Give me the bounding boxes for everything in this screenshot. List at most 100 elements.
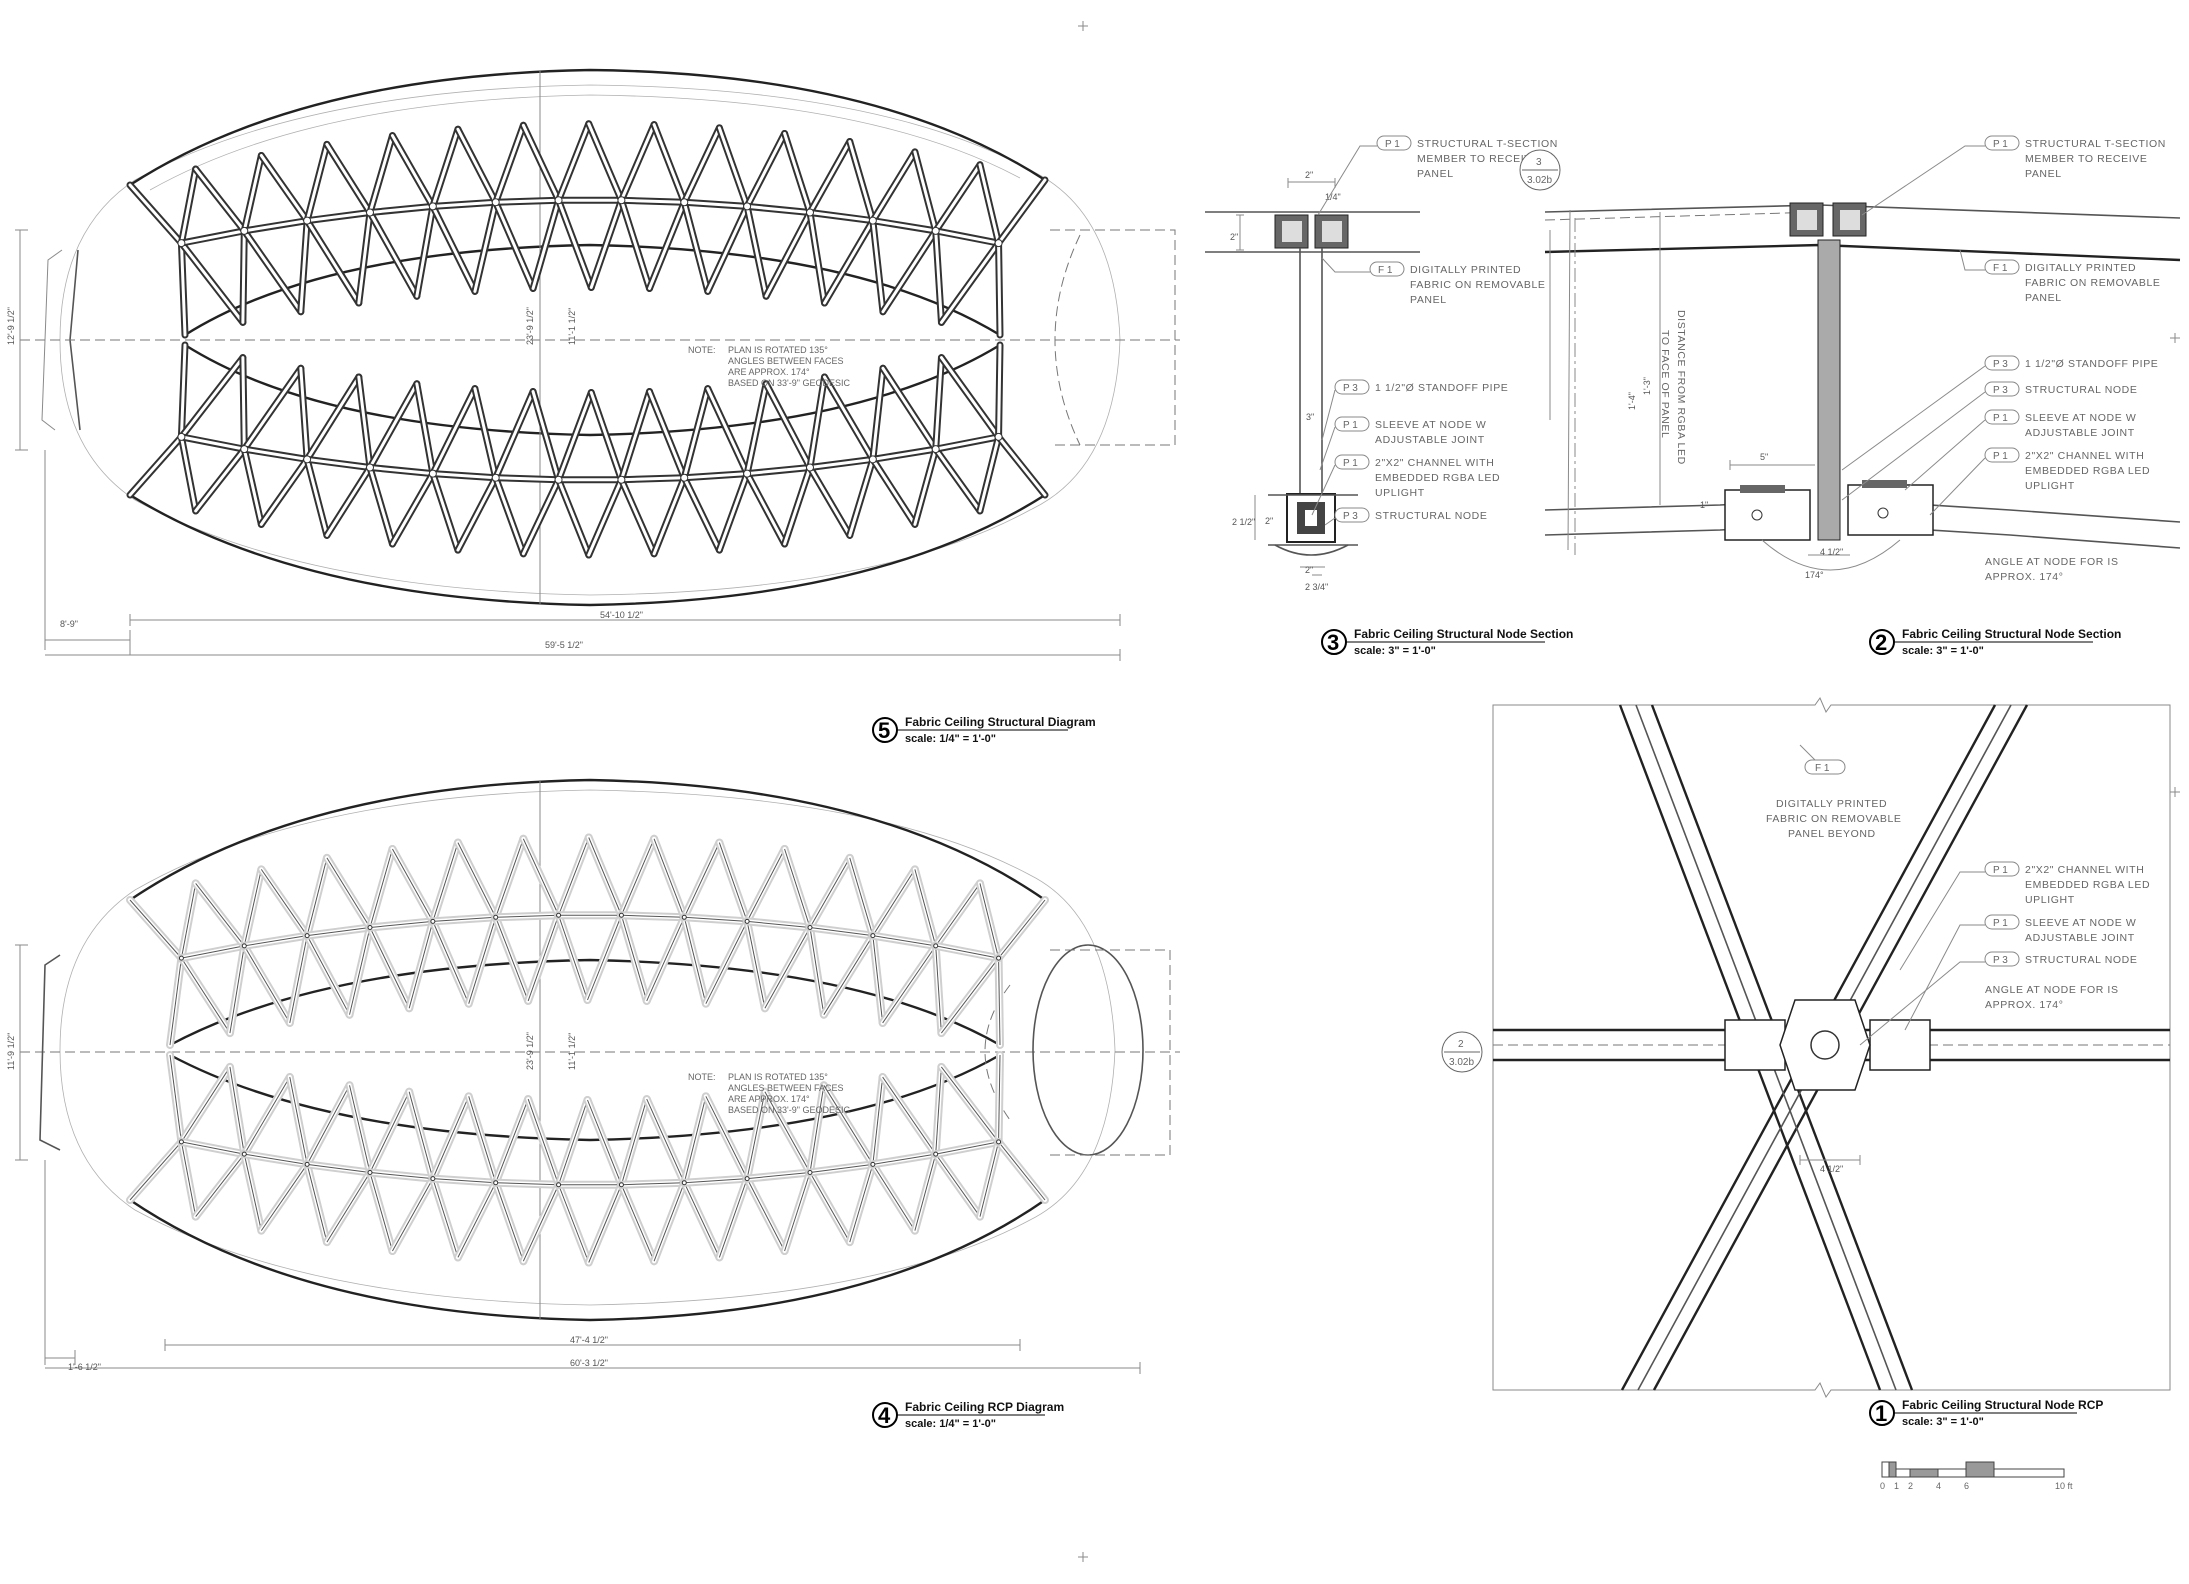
truss-node	[870, 933, 876, 939]
plan5-note: NOTE: PLAN IS ROTATED 135° ANGLES BETWEE…	[688, 345, 850, 388]
truss-edge	[872, 935, 936, 947]
truss-edge	[349, 1085, 371, 1173]
truss-member-inner	[415, 382, 435, 476]
truss-node	[617, 475, 626, 484]
dim-offset: 1'-6 1/2"	[68, 1362, 101, 1372]
dim-mid: 3"	[1306, 412, 1314, 422]
plan-note-line: NOTE:	[688, 345, 716, 355]
truss-member-inner	[934, 229, 943, 324]
truss-node	[807, 925, 813, 930]
dim-btm-mid: 2"	[1265, 516, 1273, 526]
truss-member-inner	[823, 219, 875, 305]
callout-line: UPLIGHT	[2025, 894, 2075, 906]
callout-leader	[1899, 871, 1985, 971]
truss-member-inner	[241, 356, 246, 451]
truss-node	[493, 914, 499, 920]
truss-edge	[935, 1066, 942, 1155]
scale-label: 4	[1936, 1481, 1941, 1491]
truss-member-inner	[557, 198, 593, 289]
truss-edge	[243, 1076, 291, 1155]
callout-tag: P 3	[1993, 359, 2008, 370]
truss-edge	[244, 1153, 308, 1165]
callout-line: DIGITALLY PRINTED	[1410, 264, 1521, 276]
truss-member-inner	[179, 167, 198, 245]
truss-member-inner	[259, 457, 309, 526]
truss-edge	[369, 927, 410, 1009]
truss-member-inner	[764, 382, 812, 469]
truss-edge	[432, 921, 470, 1004]
title-detail-2: 2 Fabric Ceiling Structural Node Section…	[1869, 627, 2121, 657]
plan5-dimensions: 12'-9 1/2" 23'-9 1/2" 11'-1 1/2" 8'-9" 5…	[6, 307, 643, 650]
dim-height-mid: 23'-9 1/2"	[525, 307, 535, 345]
callout-line: STRUCTURAL T-SECTION	[1417, 138, 1558, 150]
truss-edge	[823, 935, 874, 1015]
callout-tag-box	[1334, 416, 1370, 432]
truss-edge	[195, 883, 245, 947]
truss-member-inner	[881, 366, 938, 451]
truss-edge	[392, 848, 434, 922]
truss-edge	[369, 1172, 433, 1180]
truss-member-inner	[242, 219, 309, 233]
truss-edge	[306, 935, 350, 1015]
truss-member-inner	[997, 178, 1047, 245]
truss-member-inner	[647, 390, 686, 480]
plan-note-line: ANGLES BETWEEN FACES	[728, 356, 844, 366]
detail-number: 5	[878, 718, 890, 743]
dim-inner-length: 54'-10 1/2"	[600, 610, 643, 620]
truss-node	[241, 943, 247, 949]
truss-member-inner	[706, 387, 749, 476]
truss-member-inner	[619, 390, 651, 482]
plan-note-line: BASED ON 33'-9" GEODESIC	[728, 378, 850, 388]
callout-tag-box	[1984, 861, 2020, 877]
truss-member-inner	[682, 200, 710, 293]
truss-member-inner	[934, 229, 1001, 245]
truss-member-inner	[128, 435, 183, 497]
truss-member-inner	[368, 466, 435, 476]
truss-edge	[646, 917, 685, 1002]
callout-leader	[1324, 517, 1336, 526]
truss-member-inner	[871, 219, 938, 233]
truss-edge	[369, 1091, 410, 1173]
detail-number: 3	[1327, 630, 1339, 655]
truss-member-inner	[368, 204, 435, 214]
truss-node	[931, 445, 940, 454]
truss-edge	[495, 1098, 529, 1183]
callout-leader	[1929, 457, 1986, 516]
dim-btm-w: 2"	[1305, 565, 1313, 575]
callout-tag: P 1	[1993, 451, 2008, 462]
truss-member-inner	[325, 466, 372, 537]
truss-edge	[129, 899, 182, 959]
truss-edge	[935, 945, 942, 1034]
callout-line: SLEEVE AT NODE W	[2025, 917, 2136, 929]
truss-edge	[495, 1182, 524, 1262]
callout-line: ANGLE AT NODE FOR IS	[1985, 984, 2119, 996]
truss-edge	[935, 883, 981, 947]
truss-member-inner	[808, 211, 827, 305]
dim-btm-left: 2 1/2"	[1232, 517, 1255, 527]
callout-line: STRUCTURAL NODE	[2025, 954, 2137, 966]
dim-width: 5"	[1760, 452, 1768, 462]
plan-note-line: PLAN IS ROTATED 135°	[728, 345, 828, 355]
truss-edge	[229, 1066, 245, 1155]
truss-node	[177, 239, 186, 248]
detail-number: 1	[1875, 1401, 1887, 1426]
truss-member-inner	[745, 204, 812, 214]
callout-line: MEMBER TO RECEIVE	[1417, 153, 1539, 165]
truss-edge	[260, 1164, 308, 1231]
truss-edge	[289, 935, 308, 1024]
truss-edge	[872, 1153, 936, 1165]
truss-member-inner	[881, 229, 938, 314]
truss-edge	[432, 1178, 459, 1258]
callout-line: MEMBER TO RECEIVE	[2025, 153, 2147, 165]
truss-member-inner	[682, 476, 721, 552]
truss-edge	[432, 1178, 496, 1184]
truss-edge	[620, 1184, 655, 1262]
truss-edge	[260, 869, 308, 936]
callout-leader	[1859, 961, 1985, 1046]
truss-member-inner	[456, 127, 498, 204]
truss-edge	[683, 842, 720, 918]
truss-member-inner	[179, 241, 245, 324]
truss-member-inner	[179, 229, 246, 245]
